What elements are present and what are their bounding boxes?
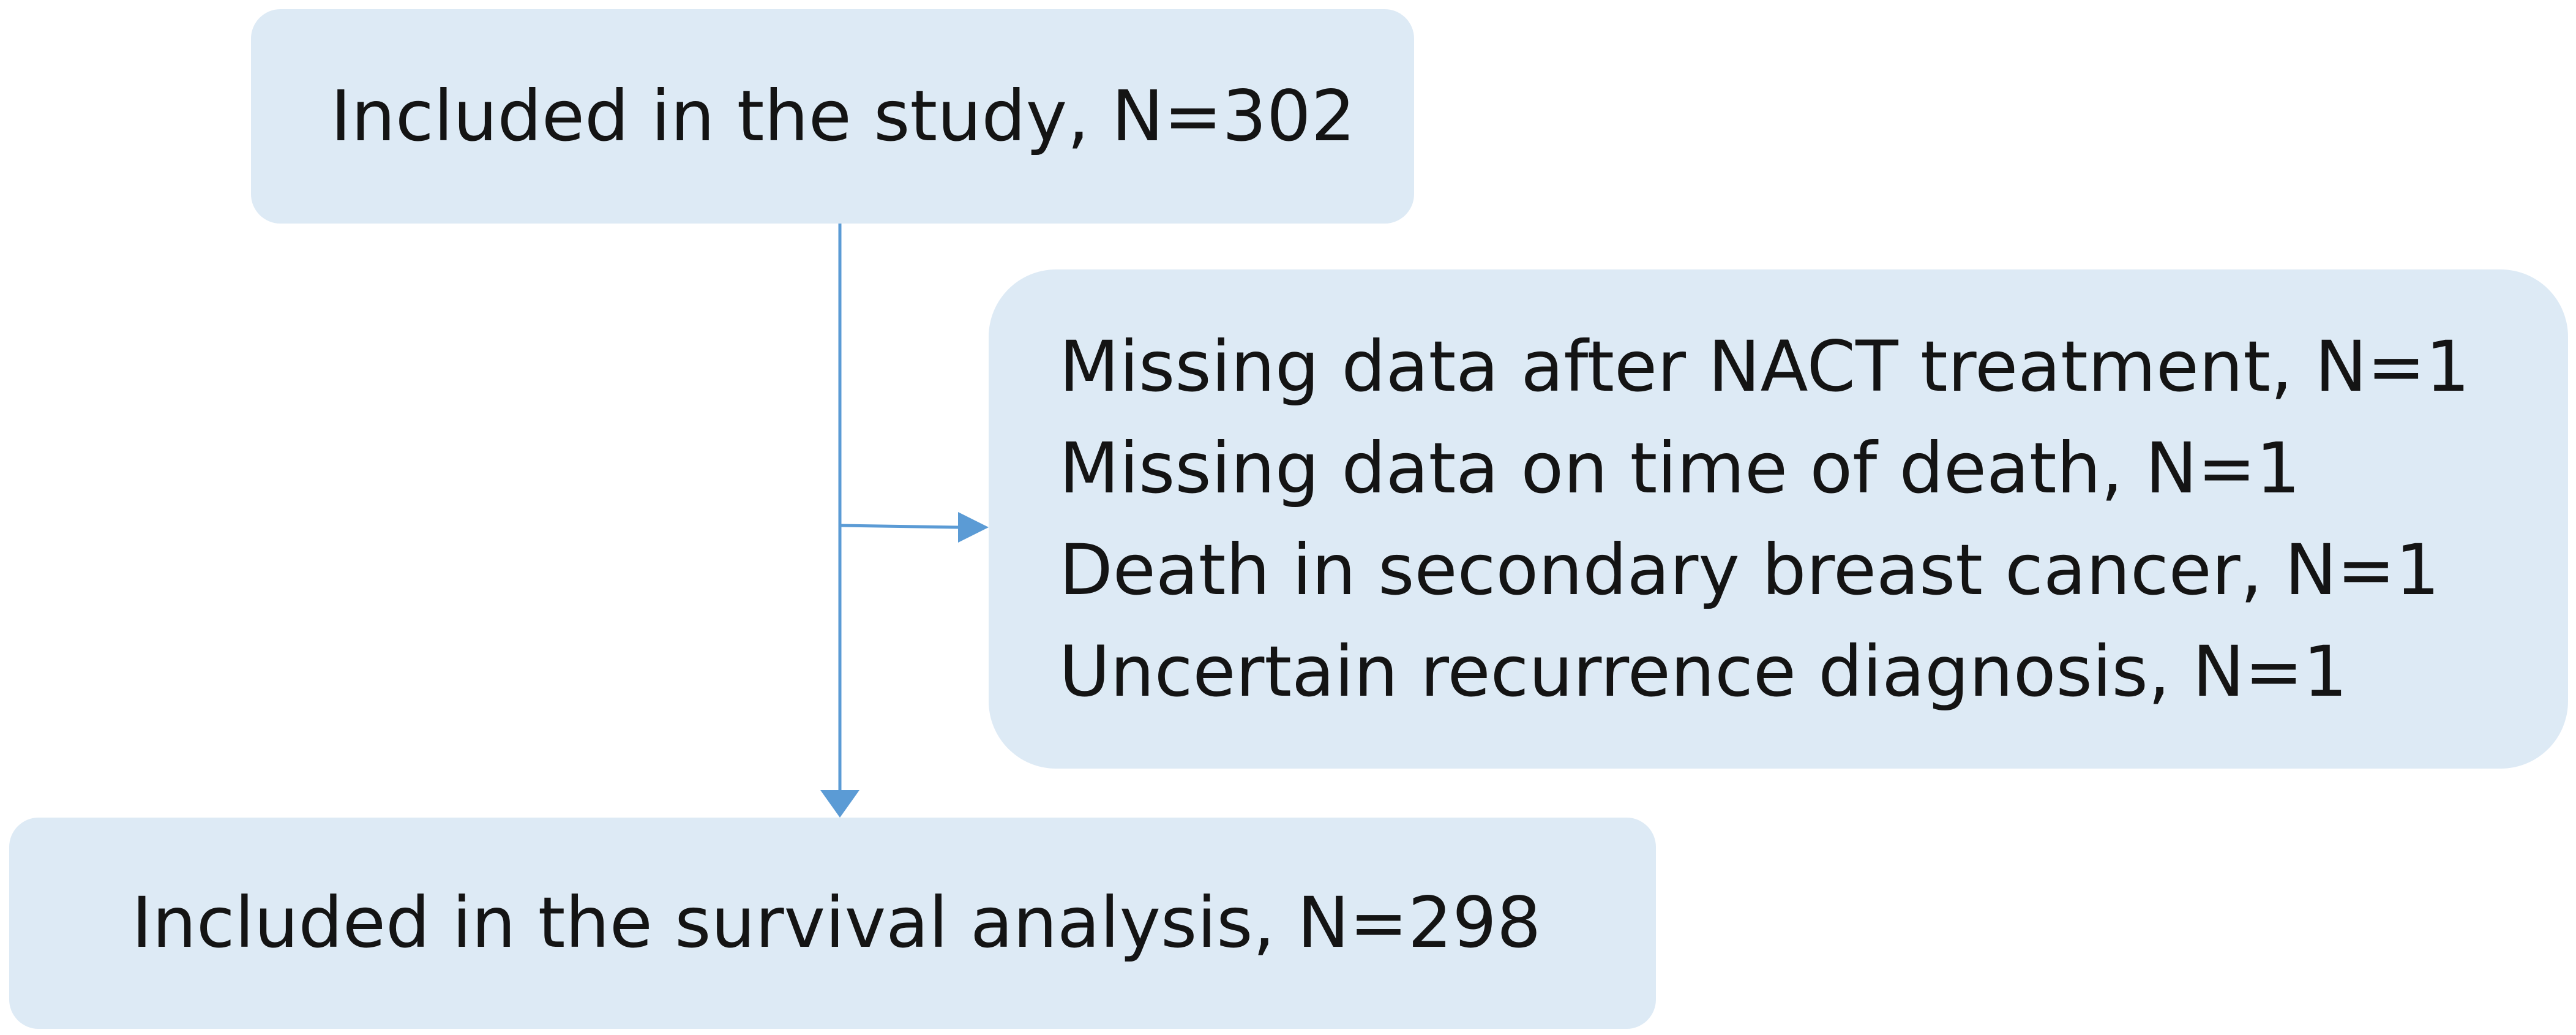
right-arrowhead <box>958 512 989 543</box>
down-arrowhead <box>820 790 859 818</box>
included-survival-box: Included in the survival analysis, N=298 <box>9 818 1656 1029</box>
included-survival-label: Included in the survival analysis, N=298 <box>132 882 1541 964</box>
branch-connector <box>839 524 959 529</box>
exclusion-item: Death in secondary breast cancer, N=1 <box>1059 529 2440 611</box>
included-study-box: Included in the study, N=302 <box>251 9 1414 224</box>
included-study-label: Included in the study, N=302 <box>331 75 1356 157</box>
exclusion-item: Missing data after NACT treatment, N=1 <box>1059 325 2470 407</box>
exclusion-item: Uncertain recurrence diagnosis, N=1 <box>1059 630 2348 712</box>
exclusion-item: Missing data on time of death, N=1 <box>1059 427 2301 509</box>
exclusion-box: Missing data after NACT treatment, N=1 M… <box>989 269 2568 769</box>
